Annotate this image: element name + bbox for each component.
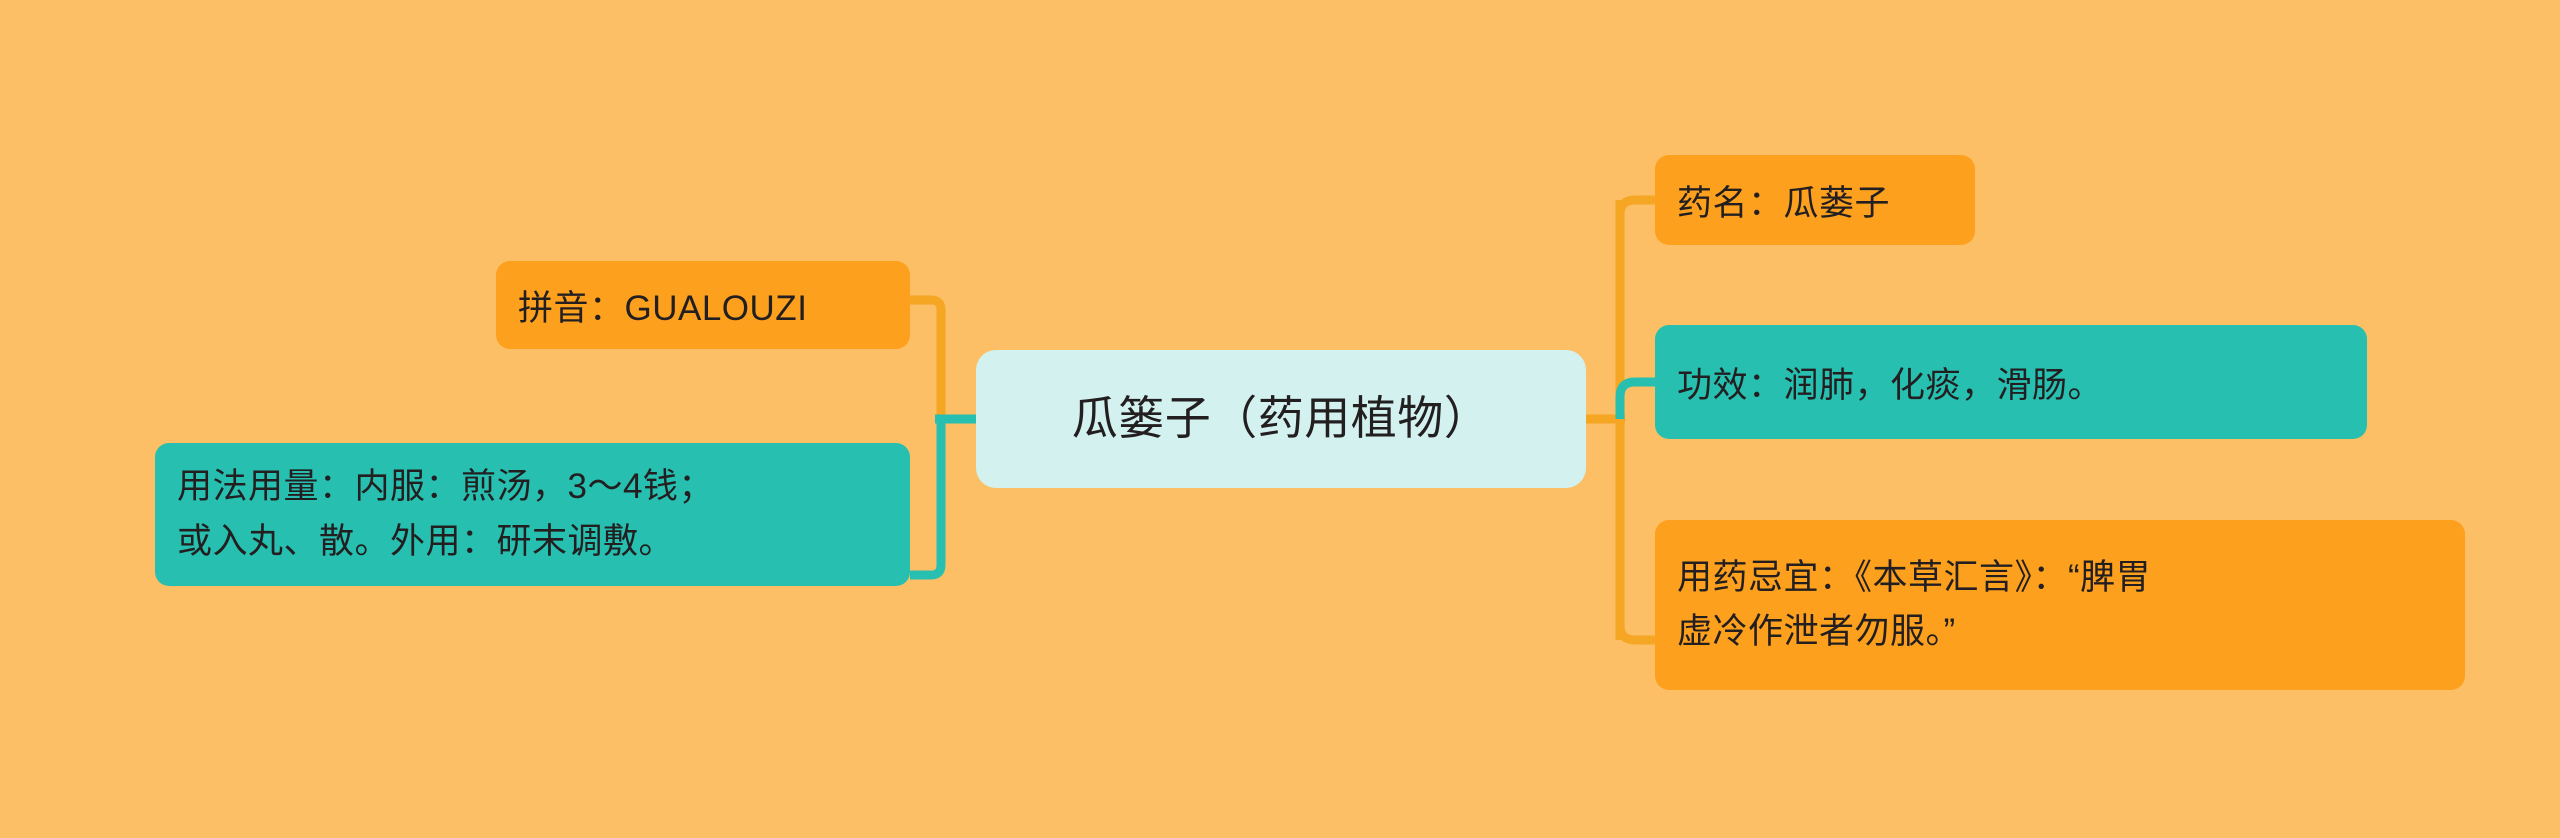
node-pinyin[interactable]: 拼音：GUALOUZI	[496, 261, 910, 349]
connector-usage	[910, 419, 946, 580]
node-caution[interactable]: 用药忌宜：《本草汇言》：“脾胃 虚冷作泄者勿服。”	[1655, 520, 2465, 690]
connector-caution	[1615, 624, 1655, 645]
node-effect[interactable]: 功效：润肺，化痰，滑肠。	[1655, 325, 2367, 439]
connector-effect	[1615, 377, 1655, 419]
node-usage[interactable]: 用法用量：内服：煎汤，3～4钱； 或入丸、散。外用：研末调敷。	[155, 443, 910, 586]
node-drug-name[interactable]: 药名：瓜蒌子	[1655, 155, 1975, 245]
root-node[interactable]: 瓜篓子（药用植物）	[976, 350, 1586, 488]
connector-pinyin	[910, 295, 946, 419]
connector-drug-name	[1615, 195, 1655, 216]
